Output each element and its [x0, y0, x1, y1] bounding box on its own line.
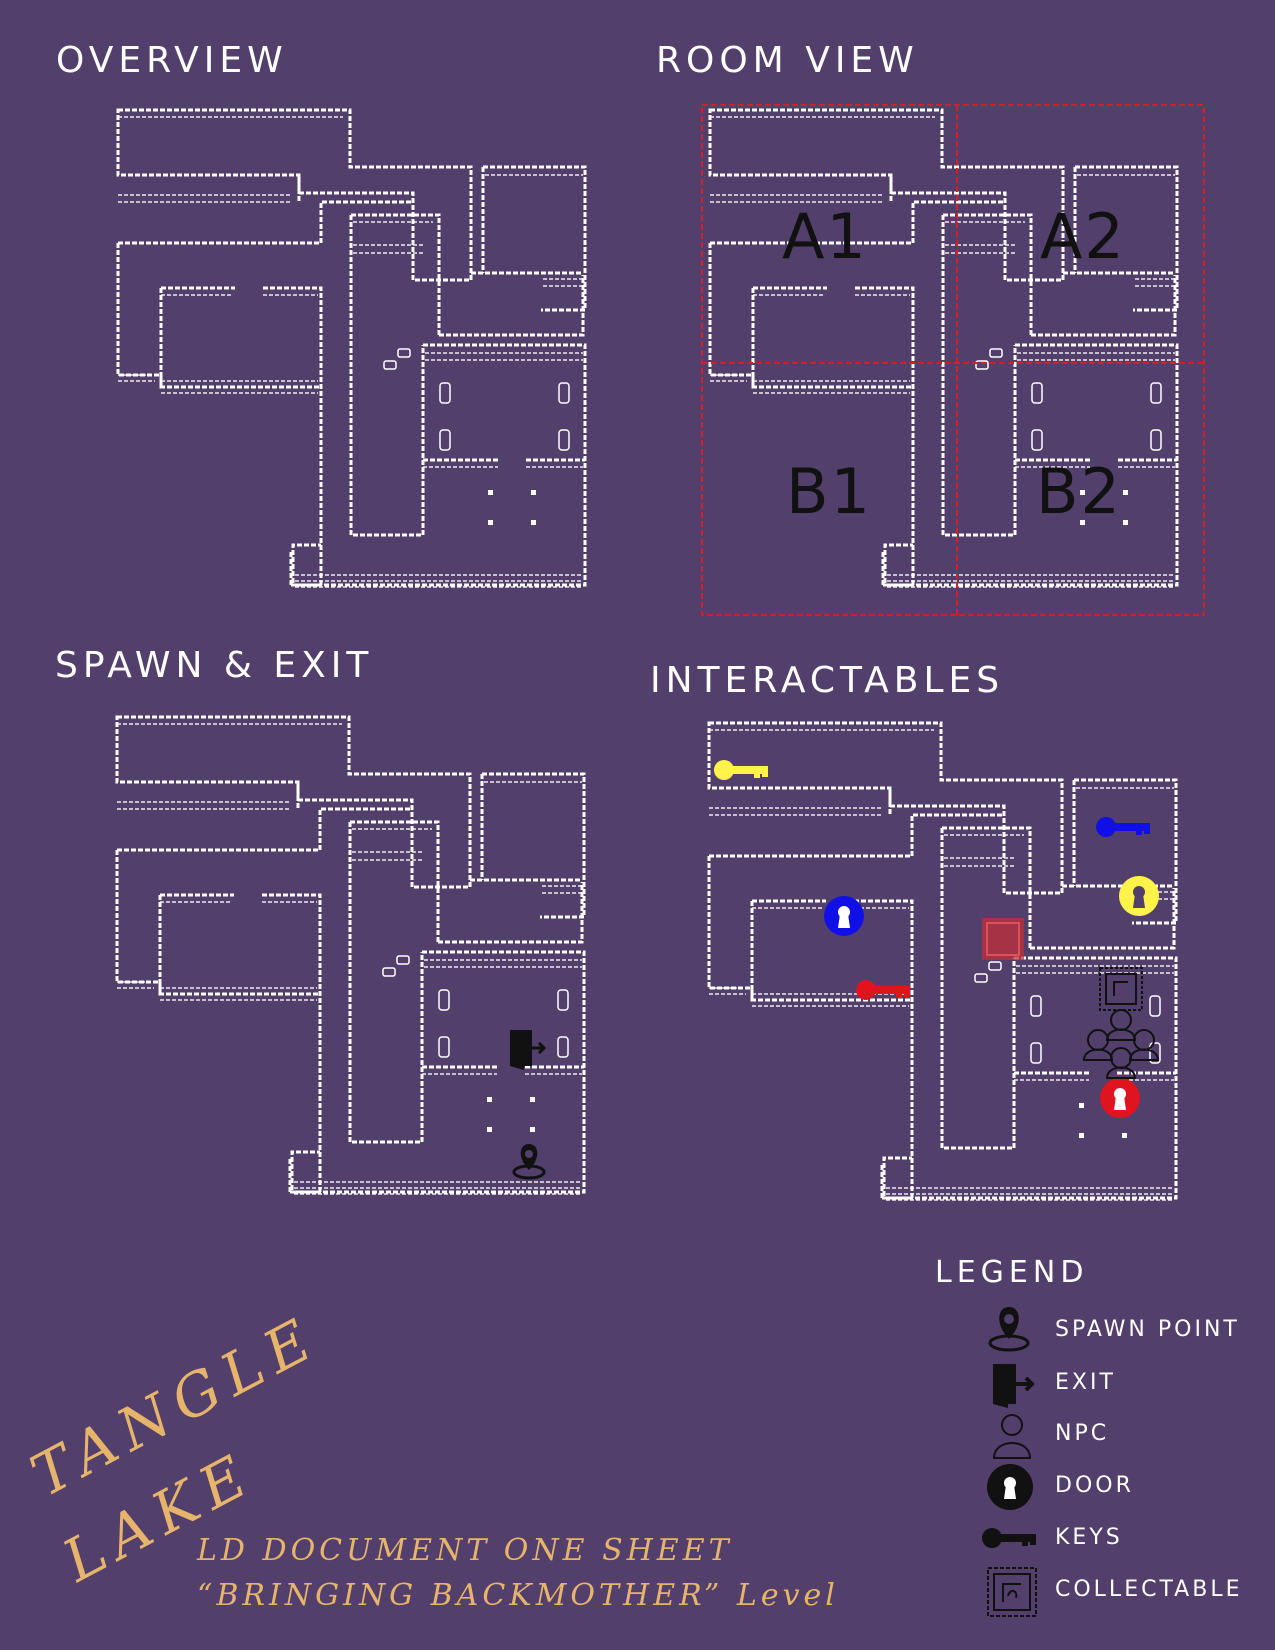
- person-icon: [992, 1414, 1032, 1459]
- spawn-exit-map: [115, 715, 586, 1196]
- legend-exit-label: EXIT: [1055, 1370, 1116, 1395]
- key-icon: [982, 1528, 1036, 1548]
- spawn-exit-title: SPAWN & EXIT: [55, 645, 374, 686]
- keyhole-icon: [987, 1464, 1033, 1510]
- overview-title: OVERVIEW: [56, 40, 288, 81]
- legend-collectable-label: COLLECTABLE: [1055, 1577, 1243, 1602]
- npc-group: [1082, 1009, 1160, 1079]
- legend-spawn-label: SPAWN POINT: [1055, 1317, 1240, 1342]
- legend-door-label: DOOR: [1055, 1473, 1134, 1498]
- stamp-icon: [987, 1567, 1037, 1617]
- legend-title: LEGEND: [935, 1255, 1089, 1290]
- exit-door-icon: [510, 1030, 547, 1070]
- room-label-b2: B2: [1036, 455, 1122, 528]
- overview-map: [116, 108, 587, 589]
- exit-door-icon: [993, 1364, 1035, 1408]
- blue-key[interactable]: [1096, 817, 1150, 837]
- red-door[interactable]: [1100, 1078, 1140, 1118]
- red-collectable[interactable]: [982, 918, 1024, 960]
- map-pin-icon: [988, 1307, 1030, 1352]
- subtitle-line2: “BRINGING BACKMOTHER” Level: [197, 1578, 839, 1613]
- room-grid: [701, 104, 1205, 616]
- map-pin-icon: [512, 1144, 546, 1180]
- room-label-a2: A2: [1040, 200, 1126, 273]
- yellow-key[interactable]: [714, 760, 768, 780]
- room-view-title: ROOM VIEW: [656, 40, 919, 81]
- black-collectable[interactable]: [1099, 967, 1143, 1011]
- legend-npc-label: NPC: [1055, 1421, 1110, 1446]
- blue-door[interactable]: [824, 896, 864, 936]
- legend-keys-label: KEYS: [1055, 1525, 1123, 1550]
- red-key[interactable]: [856, 980, 910, 1000]
- interactables-map: [707, 721, 1178, 1202]
- interactables-title: INTERACTABLES: [650, 660, 1005, 701]
- room-label-a1: A1: [782, 200, 868, 273]
- subtitle-line1: LD DOCUMENT ONE SHEET: [197, 1533, 733, 1568]
- yellow-door[interactable]: [1119, 876, 1159, 916]
- room-view-map: [701, 104, 1205, 616]
- room-label-b1: B1: [786, 455, 872, 528]
